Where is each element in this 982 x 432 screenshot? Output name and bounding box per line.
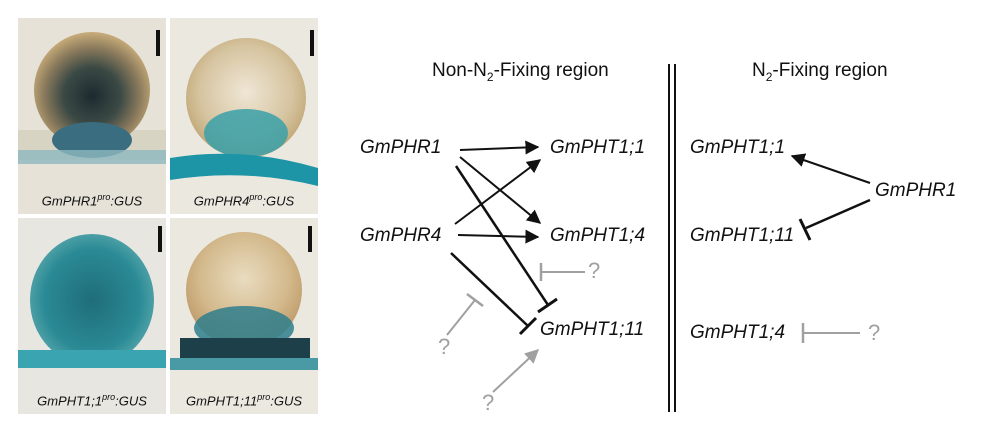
- unknown-repress-interaction: [446, 299, 476, 336]
- repress-bar: [798, 218, 812, 241]
- gene-label-pht1-4-nfix: GmPHT1;4: [690, 322, 786, 343]
- gene-label-phr1-nfix: GmPHR1: [875, 180, 957, 201]
- nodule-image-phr1: [18, 18, 166, 214]
- unknown-mark: ?: [482, 390, 495, 415]
- panel-caption: GmPHT1;11pro:GUS: [185, 391, 303, 408]
- unknown-mark: ?: [438, 334, 451, 359]
- nodule-image-pht1-11: [170, 218, 318, 414]
- gene-label-pht1-1: GmPHT1;1: [550, 137, 646, 158]
- gene-label-phr4: GmPHR4: [360, 225, 442, 246]
- arrow-phr4-pht1-4: [457, 229, 540, 244]
- repress-phr4-pht1-11: [450, 252, 529, 327]
- gene-label-phr1: GmPHR1: [360, 137, 442, 158]
- panel-gmphr1-gus: GmPHR1pro:GUS: [18, 18, 166, 214]
- gene-label-pht1-4: GmPHT1;4: [550, 225, 646, 246]
- scale-bar: [308, 226, 312, 252]
- repress-bar: [537, 297, 558, 314]
- repress-bar: [518, 316, 538, 336]
- panel-caption: GmPHR4pro:GUS: [193, 191, 295, 208]
- panel-caption: GmPHT1;1pro:GUS: [37, 391, 147, 408]
- panel-gmpht1-1-gus: GmPHT1;1pro:GUS: [18, 218, 166, 414]
- scale-bar: [310, 30, 314, 56]
- region-header-non-fixing: Non-N2-Fixing region: [432, 60, 609, 84]
- scale-bar: [156, 30, 160, 56]
- nodule-image-pht1-1: [18, 218, 166, 414]
- gene-label-pht1-1-nfix: GmPHT1;1: [690, 137, 786, 158]
- panel-caption: GmPHR1pro:GUS: [41, 191, 143, 208]
- panel-gmphr4-gus: GmPHR4pro:GUS: [170, 18, 318, 214]
- gene-label-pht1-11: GmPHT1;11: [540, 319, 645, 340]
- gene-label-pht1-11-nfix: GmPHT1;11: [690, 225, 795, 246]
- arrow-phr1-pht1-1: [459, 140, 540, 155]
- repress-bar: [466, 293, 484, 307]
- repress-phr1-pht1-11-nfix: [805, 198, 871, 230]
- repress-phr1-pht1-11: [454, 165, 550, 306]
- unknown-activate-pht1-11: [492, 349, 540, 393]
- region-header-fixing: N2-Fixing region: [752, 60, 888, 84]
- arrow-phr1-pht1-1-nfix: [790, 153, 871, 184]
- unknown-mark: ?: [588, 258, 601, 283]
- unknown-mark: ?: [868, 320, 881, 345]
- arrow-phr4-pht1-1: [454, 159, 542, 225]
- scale-bar: [158, 226, 162, 252]
- panel-gmpht1-11-gus: GmPHT1;11pro:GUS: [170, 218, 318, 414]
- nodule-image-phr4: [170, 18, 318, 214]
